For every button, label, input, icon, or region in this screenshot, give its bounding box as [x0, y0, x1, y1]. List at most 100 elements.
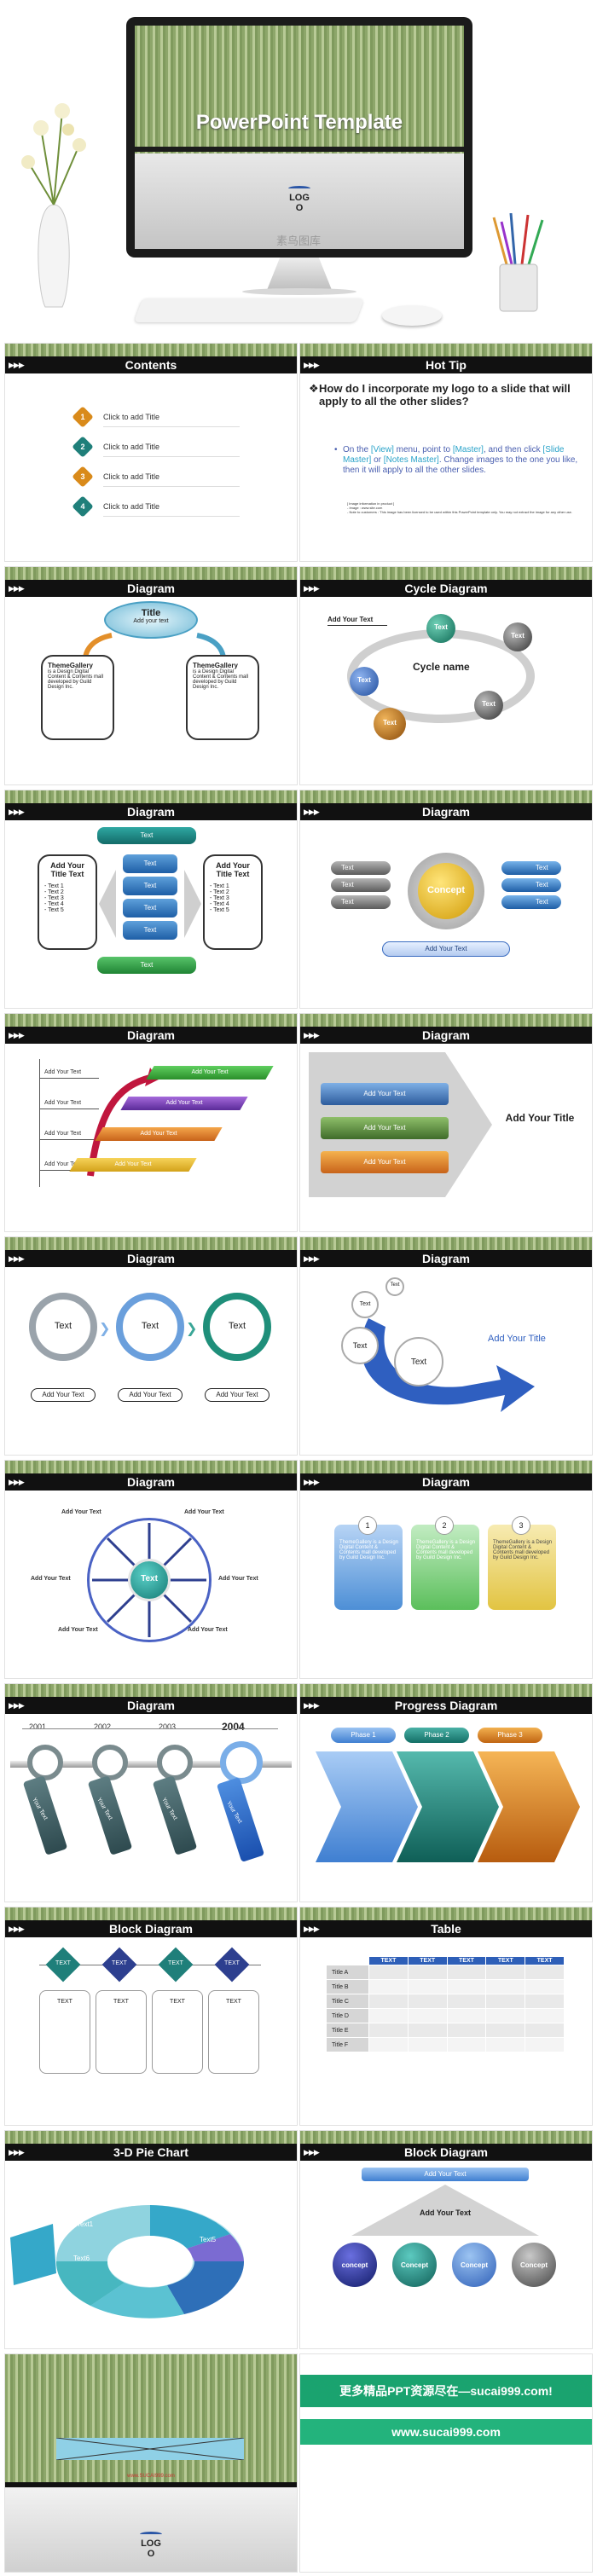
card-yellow — [488, 1525, 556, 1610]
concept-label: Concept — [427, 885, 465, 895]
hero-divider — [135, 147, 464, 152]
concept-ball-blue — [452, 2243, 496, 2287]
slide-title: ▶▶▶Diagram — [300, 1027, 592, 1044]
hot-tip-answer: • On the [View] menu, point to [Master],… — [334, 445, 578, 475]
arrows-icon: ▶▶▶ — [9, 1254, 25, 1263]
slide-3d-pie-chart: ▶▶▶3-D Pie Chart Text2 Text3 Text1 Text6… — [4, 2130, 298, 2349]
arrows-icon: ▶▶▶ — [304, 1701, 320, 1710]
blue-cylinder — [501, 861, 561, 875]
monitor-stand — [267, 258, 332, 290]
slide-stripe — [5, 790, 297, 803]
radial-label: Add Your Text — [188, 1627, 228, 1633]
radial-label: Add Your Text — [61, 1509, 101, 1515]
contents-item[interactable]: Click to add Title — [103, 443, 160, 451]
table-cell — [485, 1994, 526, 2009]
slide-cycle-diagram: ▶▶▶Cycle Diagram Add Your Text Cycle nam… — [299, 566, 593, 785]
slide-stripe — [5, 1237, 297, 1250]
text-card — [39, 1990, 90, 2074]
pill-label[interactable]: Add Your Text — [118, 1388, 183, 1402]
table-row: Title D — [326, 2008, 565, 2023]
arrows-icon: ▶▶▶ — [9, 1478, 25, 1486]
grey-cylinder — [331, 895, 391, 909]
slide-title: ▶▶▶Diagram — [300, 1473, 592, 1491]
donut-3d — [10, 2205, 245, 2318]
right-bracket-box: Add Your Title Text - Text 1- Text 2- Te… — [203, 854, 263, 950]
card-text: ThemeGallery is a Design Digital Content… — [416, 1540, 476, 1560]
contents-item[interactable]: Click to add Title — [103, 413, 160, 421]
table-row: Title A — [326, 1965, 565, 1980]
radial-label: Add Your Text — [31, 1576, 71, 1582]
phase-tab-1[interactable]: Phase 1 — [331, 1728, 396, 1743]
card-label: TEXT — [57, 1999, 72, 2005]
leader-line — [327, 625, 387, 626]
mid-label: Add Your Text — [419, 2208, 471, 2217]
table-cell — [407, 2023, 448, 2038]
cylinder-label: Text — [341, 864, 354, 871]
cycle-node — [426, 614, 455, 643]
left-bracket-box: Add Your Title Text - Text 1- Text 2- Te… — [38, 854, 97, 950]
diamond-label: TEXT — [224, 1960, 240, 1966]
blue-stack-item — [123, 899, 177, 918]
grey-diamond-arrows — [99, 870, 201, 938]
add-text-pill[interactable]: Add Your Text — [382, 941, 510, 957]
step-left-label: Add Your Text — [44, 1161, 82, 1167]
callout-box-left: ThemeGallery is a Design Digital Content… — [41, 655, 114, 740]
cycle-node-label: Text — [357, 676, 371, 684]
pill-label[interactable]: Add Your Text — [31, 1388, 96, 1402]
table-cell — [446, 2037, 487, 2052]
pie-label: Text1 — [77, 2220, 94, 2228]
arrows-icon: ▶▶▶ — [9, 808, 25, 816]
top-bar[interactable]: Add Your Text — [362, 2168, 529, 2181]
arrows-icon: ▶▶▶ — [304, 2148, 320, 2156]
slide-title: ▶▶▶3-D Pie Chart — [5, 2144, 297, 2161]
slide-title: ▶▶▶Diagram — [5, 803, 297, 820]
step-left-label: Add Your Text — [44, 1131, 82, 1137]
ring-blue — [116, 1293, 184, 1361]
ball — [385, 1277, 404, 1296]
concept-ball-teal — [392, 2243, 437, 2287]
slide-stripe — [5, 2131, 297, 2144]
card-number: 1 — [358, 1516, 377, 1535]
card-number: 2 — [435, 1516, 454, 1535]
outer-ring — [87, 1518, 212, 1642]
table-row-header: Title F — [326, 2037, 369, 2052]
promo-banner[interactable]: 更多精品PPT资源尽在—sucai999.com! — [300, 2375, 592, 2407]
blue-swoosh-arrow — [361, 1318, 535, 1412]
slide-title: ▶▶▶Cycle Diagram — [300, 580, 592, 597]
center-label: Text — [141, 1574, 158, 1583]
promo-url[interactable]: www.sucai999.com — [300, 2419, 592, 2445]
slide-stripe — [5, 567, 297, 580]
stack-label: Text — [143, 882, 157, 889]
ball-label: Text — [410, 1357, 427, 1367]
arrows-icon: ▶▶▶ — [304, 1478, 320, 1486]
text-card — [208, 1990, 259, 2074]
concept-ball-grey — [512, 2243, 556, 2287]
table-cell — [368, 1994, 409, 2009]
contents-item[interactable]: Click to add Title — [103, 502, 160, 511]
pill-label[interactable]: Add Your Text — [205, 1388, 270, 1402]
slide-title: ▶▶▶Table — [300, 1920, 592, 1937]
top-disc-label: Text — [140, 831, 154, 839]
cylinder-label: Text — [536, 898, 548, 906]
step-left-label: Add Your Text — [44, 1069, 82, 1075]
phase-tab-3[interactable]: Phase 3 — [478, 1728, 542, 1743]
phase-tab-2[interactable]: Phase 2 — [404, 1728, 469, 1743]
x-band-lines — [56, 2438, 244, 2460]
cycle-node — [350, 667, 379, 696]
slide-stripe — [300, 790, 592, 803]
ending-url[interactable]: www.SUCAI999.com — [127, 2474, 175, 2479]
timeline-year-current: 2004 — [222, 1721, 245, 1733]
monitor-stand-base — [242, 288, 356, 295]
ball — [341, 1327, 379, 1364]
concept-label: concept — [341, 2261, 368, 2269]
timeline-ring-current — [220, 1741, 263, 1784]
step-label: Add Your Text — [165, 1100, 203, 1106]
contents-item[interactable]: Click to add Title — [103, 472, 160, 481]
